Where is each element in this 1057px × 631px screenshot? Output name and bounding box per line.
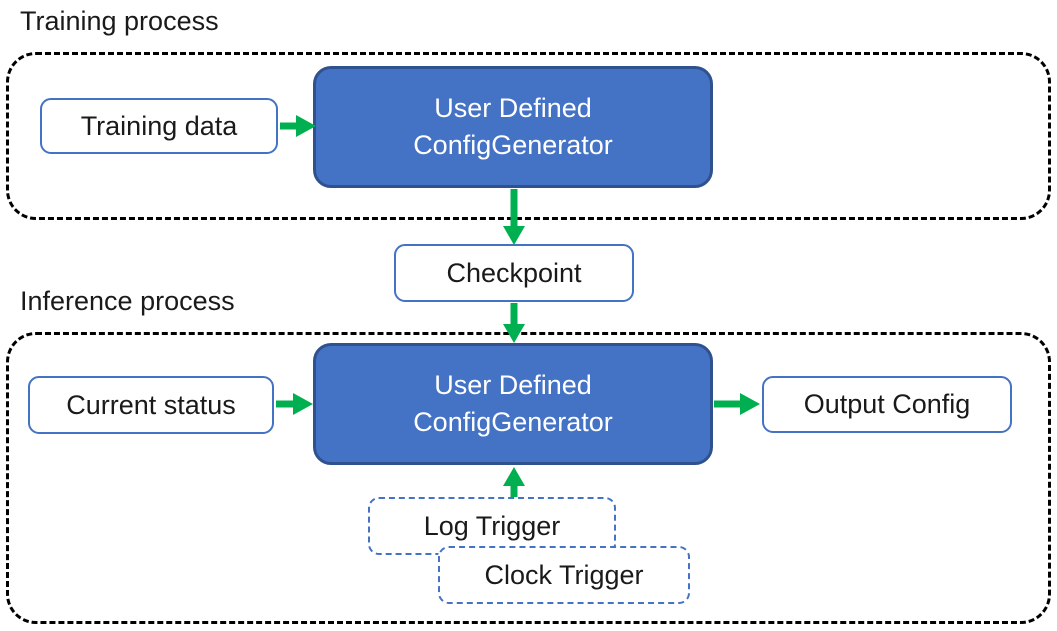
current-status-label: Current status [66,389,236,420]
training-config-generator-node: User Defined ConfigGenerator [313,66,713,188]
training-data-label: Training data [80,110,238,141]
log-trigger-node: Log Trigger [368,497,616,555]
output-config-label: Output Config [803,389,971,419]
inference-process-label: Inference process [20,286,235,316]
clock-trigger-node: Clock Trigger [438,546,690,604]
training-data-node: Training data [40,98,278,154]
output-config-node: Output Config [762,376,1012,433]
log-trigger-label: Log Trigger [423,510,561,541]
inference-config-generator-label-line2: ConfigGenerator [413,407,613,437]
clock-trigger-label: Clock Trigger [484,559,644,590]
inference-config-generator-node: User Defined ConfigGenerator [313,343,713,465]
inference-config-generator-label-line1: User Defined [434,370,592,400]
inference-process-container [6,332,1051,624]
checkpoint-node: Checkpoint [394,244,634,302]
training-config-generator-label-line1: User Defined [434,93,592,123]
checkpoint-label: Checkpoint [446,257,582,288]
training-config-generator-label-line2: ConfigGenerator [413,130,613,160]
current-status-node: Current status [28,376,274,434]
training-process-container [6,52,1051,220]
training-process-label: Training process [20,6,219,36]
